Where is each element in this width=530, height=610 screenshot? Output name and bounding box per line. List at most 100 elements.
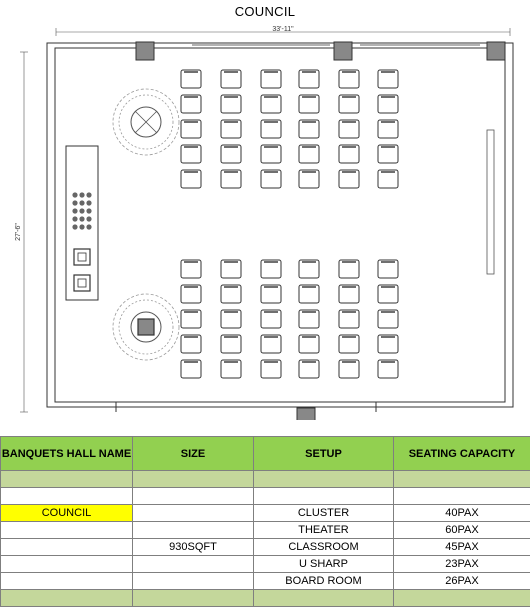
chair-icon bbox=[260, 359, 282, 379]
chair-icon bbox=[180, 259, 202, 279]
chair-icon bbox=[260, 259, 282, 279]
outlet-box-inner bbox=[77, 278, 87, 288]
speaker-dot bbox=[79, 200, 85, 206]
speaker-grid bbox=[72, 192, 92, 230]
chair-icon bbox=[180, 359, 202, 379]
column-header-capacity: SEATING CAPACITY bbox=[393, 436, 530, 471]
speaker-dot bbox=[86, 192, 92, 198]
speaker-dot bbox=[86, 224, 92, 230]
table-row: U SHARP 23PAX bbox=[0, 555, 530, 573]
table-row: 930SQFT CLASSROOM 45PAX bbox=[0, 538, 530, 556]
speaker-dot bbox=[86, 216, 92, 222]
spacer-row bbox=[0, 589, 530, 607]
speaker-dot bbox=[72, 192, 78, 198]
chair-icon bbox=[260, 334, 282, 354]
outlet-box bbox=[73, 248, 91, 266]
chair-icon bbox=[220, 119, 242, 139]
chair-icon bbox=[298, 94, 320, 114]
chair-icon bbox=[180, 144, 202, 164]
setup-cell: CLASSROOM bbox=[253, 538, 394, 556]
speaker-dot bbox=[72, 216, 78, 222]
banquet-info-table: BANQUETS HALL NAME SIZE SETUP SEATING CA… bbox=[0, 436, 530, 607]
chair-icon bbox=[338, 359, 360, 379]
setup-cell: BOARD ROOM bbox=[253, 572, 394, 590]
floor-plan: 33'-11" 27'-6" bbox=[15, 26, 514, 420]
speaker-dot bbox=[72, 224, 78, 230]
setup-cell: U SHARP bbox=[253, 555, 394, 573]
chair-icon bbox=[260, 69, 282, 89]
chairs-bottom-block bbox=[180, 259, 399, 379]
chair-icon bbox=[260, 169, 282, 189]
chair-icon bbox=[377, 334, 399, 354]
capacity-cell: 23PAX bbox=[393, 555, 530, 573]
capacity-cell: 45PAX bbox=[393, 538, 530, 556]
chair-icon bbox=[298, 309, 320, 329]
depth-dimension bbox=[20, 51, 28, 413]
chair-icon bbox=[298, 144, 320, 164]
chair-icon bbox=[220, 284, 242, 304]
ceiling-light-icon bbox=[112, 293, 180, 361]
column-header-size: SIZE bbox=[132, 436, 254, 471]
chair-icon bbox=[220, 359, 242, 379]
column-header-setup: SETUP bbox=[253, 436, 394, 471]
chair-icon bbox=[377, 259, 399, 279]
chair-icon bbox=[180, 94, 202, 114]
column-header-hall-name: BANQUETS HALL NAME bbox=[0, 436, 133, 471]
chair-icon bbox=[338, 309, 360, 329]
chair-icon bbox=[377, 284, 399, 304]
outlet-box-inner bbox=[77, 252, 87, 262]
outlet-box bbox=[73, 274, 91, 292]
chair-icon bbox=[298, 169, 320, 189]
chair-icon bbox=[338, 334, 360, 354]
chair-icon bbox=[260, 119, 282, 139]
setup-cell: THEATER bbox=[253, 521, 394, 539]
chair-icon bbox=[377, 69, 399, 89]
chair-icon bbox=[260, 144, 282, 164]
chair-icon bbox=[298, 69, 320, 89]
spacer-row bbox=[0, 470, 530, 488]
chair-icon bbox=[298, 119, 320, 139]
capacity-cell: 26PAX bbox=[393, 572, 530, 590]
chair-icon bbox=[220, 169, 242, 189]
chair-icon bbox=[377, 144, 399, 164]
table-row: THEATER 60PAX bbox=[0, 521, 530, 539]
table-header-row: BANQUETS HALL NAME SIZE SETUP SEATING CA… bbox=[0, 436, 530, 471]
chair-icon bbox=[377, 119, 399, 139]
chair-icon bbox=[180, 69, 202, 89]
chair-icon bbox=[260, 309, 282, 329]
chair-icon bbox=[338, 259, 360, 279]
chair-icon bbox=[377, 359, 399, 379]
chair-icon bbox=[180, 284, 202, 304]
chair-icon bbox=[180, 119, 202, 139]
chair-icon bbox=[298, 359, 320, 379]
width-dimension-label: 33'-11" bbox=[272, 26, 294, 33]
chair-icon bbox=[298, 259, 320, 279]
speaker-dot bbox=[79, 216, 85, 222]
room-walls bbox=[46, 42, 514, 408]
chair-icon bbox=[338, 169, 360, 189]
chair-icon bbox=[338, 119, 360, 139]
page-title: COUNCIL bbox=[234, 4, 296, 19]
chair-icon bbox=[260, 284, 282, 304]
chair-icon bbox=[338, 284, 360, 304]
chair-icon bbox=[377, 169, 399, 189]
chair-icon bbox=[220, 69, 242, 89]
speaker-dot bbox=[79, 224, 85, 230]
speaker-dot bbox=[72, 208, 78, 214]
capacity-cell: 40PAX bbox=[393, 504, 530, 522]
hall-name-cell: COUNCIL bbox=[0, 504, 133, 522]
pillars bbox=[135, 41, 506, 420]
chairs-top-block bbox=[180, 69, 399, 189]
chair-icon bbox=[220, 334, 242, 354]
speaker-dot bbox=[86, 200, 92, 206]
setup-cell: CLUSTER bbox=[253, 504, 394, 522]
chair-icon bbox=[377, 309, 399, 329]
chair-icon bbox=[298, 284, 320, 304]
chandelier-icon bbox=[112, 88, 180, 156]
chair-icon bbox=[298, 334, 320, 354]
chair-icon bbox=[220, 94, 242, 114]
speaker-dot bbox=[79, 192, 85, 198]
speaker-dot bbox=[79, 208, 85, 214]
chair-icon bbox=[338, 69, 360, 89]
chair-icon bbox=[180, 169, 202, 189]
